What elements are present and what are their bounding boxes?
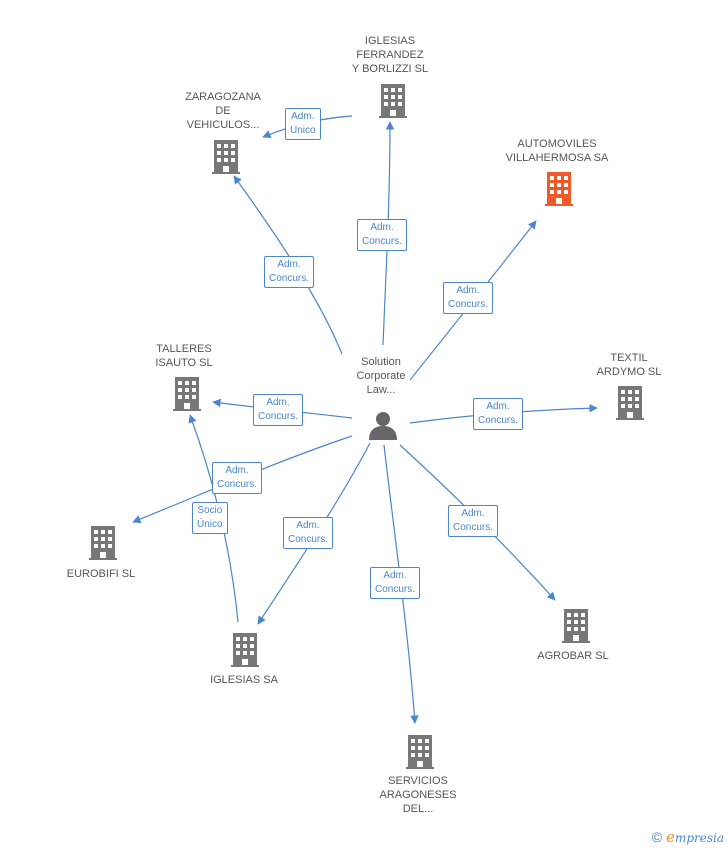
edge-label-to-servicios[interactable]: Adm. Concurs.: [370, 567, 421, 599]
footer-brand[interactable]: © empresia: [652, 828, 724, 846]
building-icon[interactable]: [616, 386, 644, 420]
edge-label-to-iglesias-ferrandez[interactable]: Adm. Concurs.: [357, 219, 408, 251]
node-label-talleres[interactable]: TALLERES ISAUTO SL: [155, 343, 213, 369]
building-icon[interactable]: [379, 84, 407, 118]
node-label-iglesias-sa[interactable]: IGLESIAS SA: [210, 674, 278, 686]
node-label-eurobifi[interactable]: EUROBIFI SL: [66, 568, 136, 580]
copyright-symbol: ©: [651, 829, 663, 845]
edge-label-ferrandez-to-zaragozana[interactable]: Adm. Unico: [285, 108, 321, 140]
node-label-agrobar[interactable]: AGROBAR SL: [537, 650, 609, 662]
brand-logo: empresia: [666, 828, 724, 846]
node-label-automoviles[interactable]: AUTOMOVILES VILLAHERMOSA SA: [505, 138, 609, 164]
building-icon[interactable]: [231, 633, 259, 667]
center-label[interactable]: Solution Corporate Law...: [356, 356, 406, 396]
building-icon[interactable]: [212, 140, 240, 174]
edge-label-to-talleres[interactable]: Adm. Concurs.: [253, 394, 304, 426]
building-icon[interactable]: [562, 609, 590, 643]
edge-label-iglesias-sa-to-talleres[interactable]: Socio Único: [192, 502, 228, 534]
building-icon[interactable]: [406, 735, 434, 769]
edge-label-to-iglesias-sa[interactable]: Adm. Concurs.: [283, 517, 334, 549]
building-icon[interactable]: [89, 526, 117, 560]
node-label-textil[interactable]: TEXTIL ARDYMO SL: [596, 352, 662, 378]
edge-label-to-eurobifi[interactable]: Adm. Concurs.: [212, 462, 263, 494]
edge-label-to-automoviles[interactable]: Adm. Concurs.: [443, 282, 494, 314]
edge-label-to-agrobar[interactable]: Adm. Concurs.: [448, 505, 499, 537]
building-icon[interactable]: [173, 377, 201, 411]
node-label-zaragozana[interactable]: ZARAGOZANA DE VEHICULOS...: [185, 91, 261, 131]
person-icon[interactable]: [368, 410, 398, 440]
node-label-servicios[interactable]: SERVICIOS ARAGONESES DEL...: [379, 775, 457, 815]
building-icon-highlight[interactable]: [545, 172, 573, 206]
node-label-iglesias-ferrandez[interactable]: IGLESIAS FERRANDEZ Y BORLIZZI SL: [351, 35, 429, 75]
edge-label-to-textil[interactable]: Adm. Concurs.: [473, 398, 524, 430]
edge-label-to-zaragozana[interactable]: Adm. Concurs.: [264, 256, 315, 288]
